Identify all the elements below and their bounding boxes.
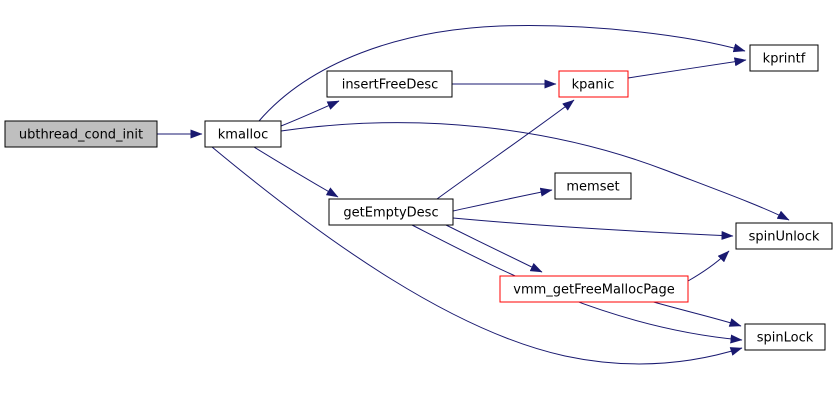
node-spinLock[interactable]: spinLock xyxy=(744,323,826,351)
node-spinLock-label: spinLock xyxy=(757,331,814,346)
node-kpanic-label: kpanic xyxy=(572,78,615,93)
node-getEmptyDesc-label: getEmptyDesc xyxy=(343,206,438,221)
node-vmm_getFreeMallocPage-box xyxy=(499,275,689,303)
node-memset-label: memset xyxy=(566,180,619,195)
edge-kmalloc-getEmptyDesc xyxy=(253,146,339,198)
node-kprintf[interactable]: kprintf xyxy=(749,44,819,72)
node-memset-box xyxy=(554,172,632,200)
node-kmalloc[interactable]: kmalloc xyxy=(204,120,282,148)
node-kmalloc-box xyxy=(204,120,282,148)
node-ubthread_cond_init: ubthread_cond_init xyxy=(4,120,158,148)
edge-kpanic-kprintf xyxy=(627,57,747,79)
edge-kmalloc-kprintf xyxy=(258,25,746,122)
node-vmm_getFreeMallocPage[interactable]: vmm_getFreeMallocPage xyxy=(499,275,689,303)
node-insertFreeDesc-box xyxy=(326,70,453,98)
node-ubthread_cond_init-label: ubthread_cond_init xyxy=(19,128,143,143)
edge-kmalloc-insertFreeDesc xyxy=(280,100,340,127)
node-getEmptyDesc-box xyxy=(328,198,454,226)
node-kprintf-box xyxy=(749,44,819,72)
edge-getEmptyDesc-vmm_getFreeMallocPage xyxy=(445,224,543,273)
node-spinUnlock-box xyxy=(735,222,833,250)
node-vmm_getFreeMallocPage-label: vmm_getFreeMallocPage xyxy=(513,283,674,298)
node-spinLock-box xyxy=(744,323,826,351)
edge-vmm_getFreeMallocPage-spinUnlock xyxy=(687,250,730,282)
node-insertFreeDesc-label: insertFreeDesc xyxy=(342,78,439,93)
node-kmalloc-label: kmalloc xyxy=(218,128,268,143)
edge-getEmptyDesc-memset xyxy=(452,187,553,212)
node-getEmptyDesc[interactable]: getEmptyDesc xyxy=(328,198,454,226)
edge-vmm_getFreeMallocPage-spinLock xyxy=(649,300,742,327)
node-kprintf-label: kprintf xyxy=(763,52,806,67)
edge-getEmptyDesc-kpanic xyxy=(436,99,575,200)
edge-getEmptyDesc-spinUnlock xyxy=(452,217,734,240)
node-spinUnlock-label: spinUnlock xyxy=(749,230,820,245)
node-memset[interactable]: memset xyxy=(554,172,632,200)
node-insertFreeDesc[interactable]: insertFreeDesc xyxy=(326,70,453,98)
node-ubthread_cond_init-box xyxy=(4,120,158,148)
edge-kmalloc-spinLock xyxy=(211,146,743,365)
node-kpanic[interactable]: kpanic xyxy=(558,70,629,98)
edge-kmalloc-spinUnlock xyxy=(280,122,790,221)
node-kpanic-box xyxy=(558,70,629,98)
node-spinUnlock[interactable]: spinUnlock xyxy=(735,222,833,250)
